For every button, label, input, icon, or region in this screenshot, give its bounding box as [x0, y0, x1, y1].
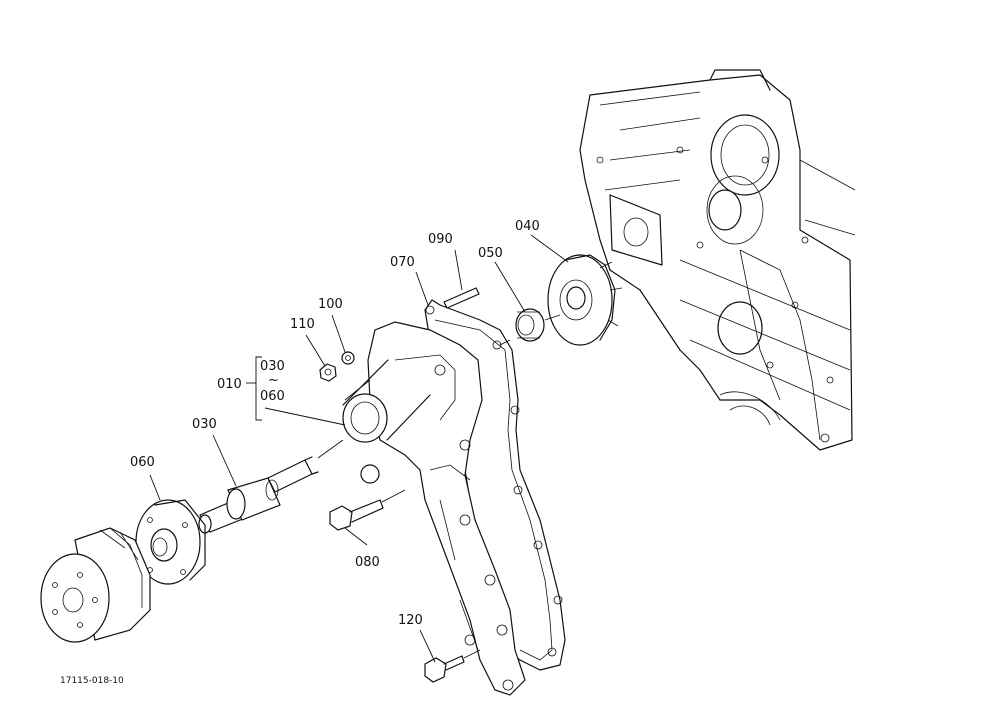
label-010: 010 — [217, 377, 242, 392]
seal-050 — [515, 308, 545, 342]
label-080: 080 — [355, 555, 380, 570]
fan-pulley — [40, 527, 151, 643]
label-050: 050 — [478, 246, 503, 261]
label-120: 120 — [398, 613, 423, 628]
shaft-bearing-030 — [198, 456, 319, 534]
bolt-120 — [424, 655, 465, 683]
label-090: 090 — [428, 232, 453, 247]
label-040: 040 — [515, 219, 540, 234]
stud-090 — [443, 287, 480, 309]
label-060: 060 — [130, 455, 155, 470]
nut-110 — [319, 363, 337, 382]
label-110: 110 — [290, 317, 315, 332]
impeller-040 — [547, 254, 623, 346]
water-pump-body — [342, 321, 526, 696]
label-100: 100 — [318, 297, 343, 312]
label-060-range-end: 060 — [260, 389, 285, 404]
label-030-range-start: 030 — [260, 359, 285, 374]
washer-100 — [341, 351, 355, 365]
pulley-flange-060 — [135, 499, 206, 585]
drawing-code: 17115-018-10 — [60, 676, 124, 686]
leader-lines — [149, 234, 569, 663]
label-030: 030 — [192, 417, 217, 432]
engine-block — [579, 69, 856, 451]
bolt-080 — [329, 499, 384, 531]
label-range-tilde: ~ — [268, 373, 279, 388]
label-070: 070 — [390, 255, 415, 270]
